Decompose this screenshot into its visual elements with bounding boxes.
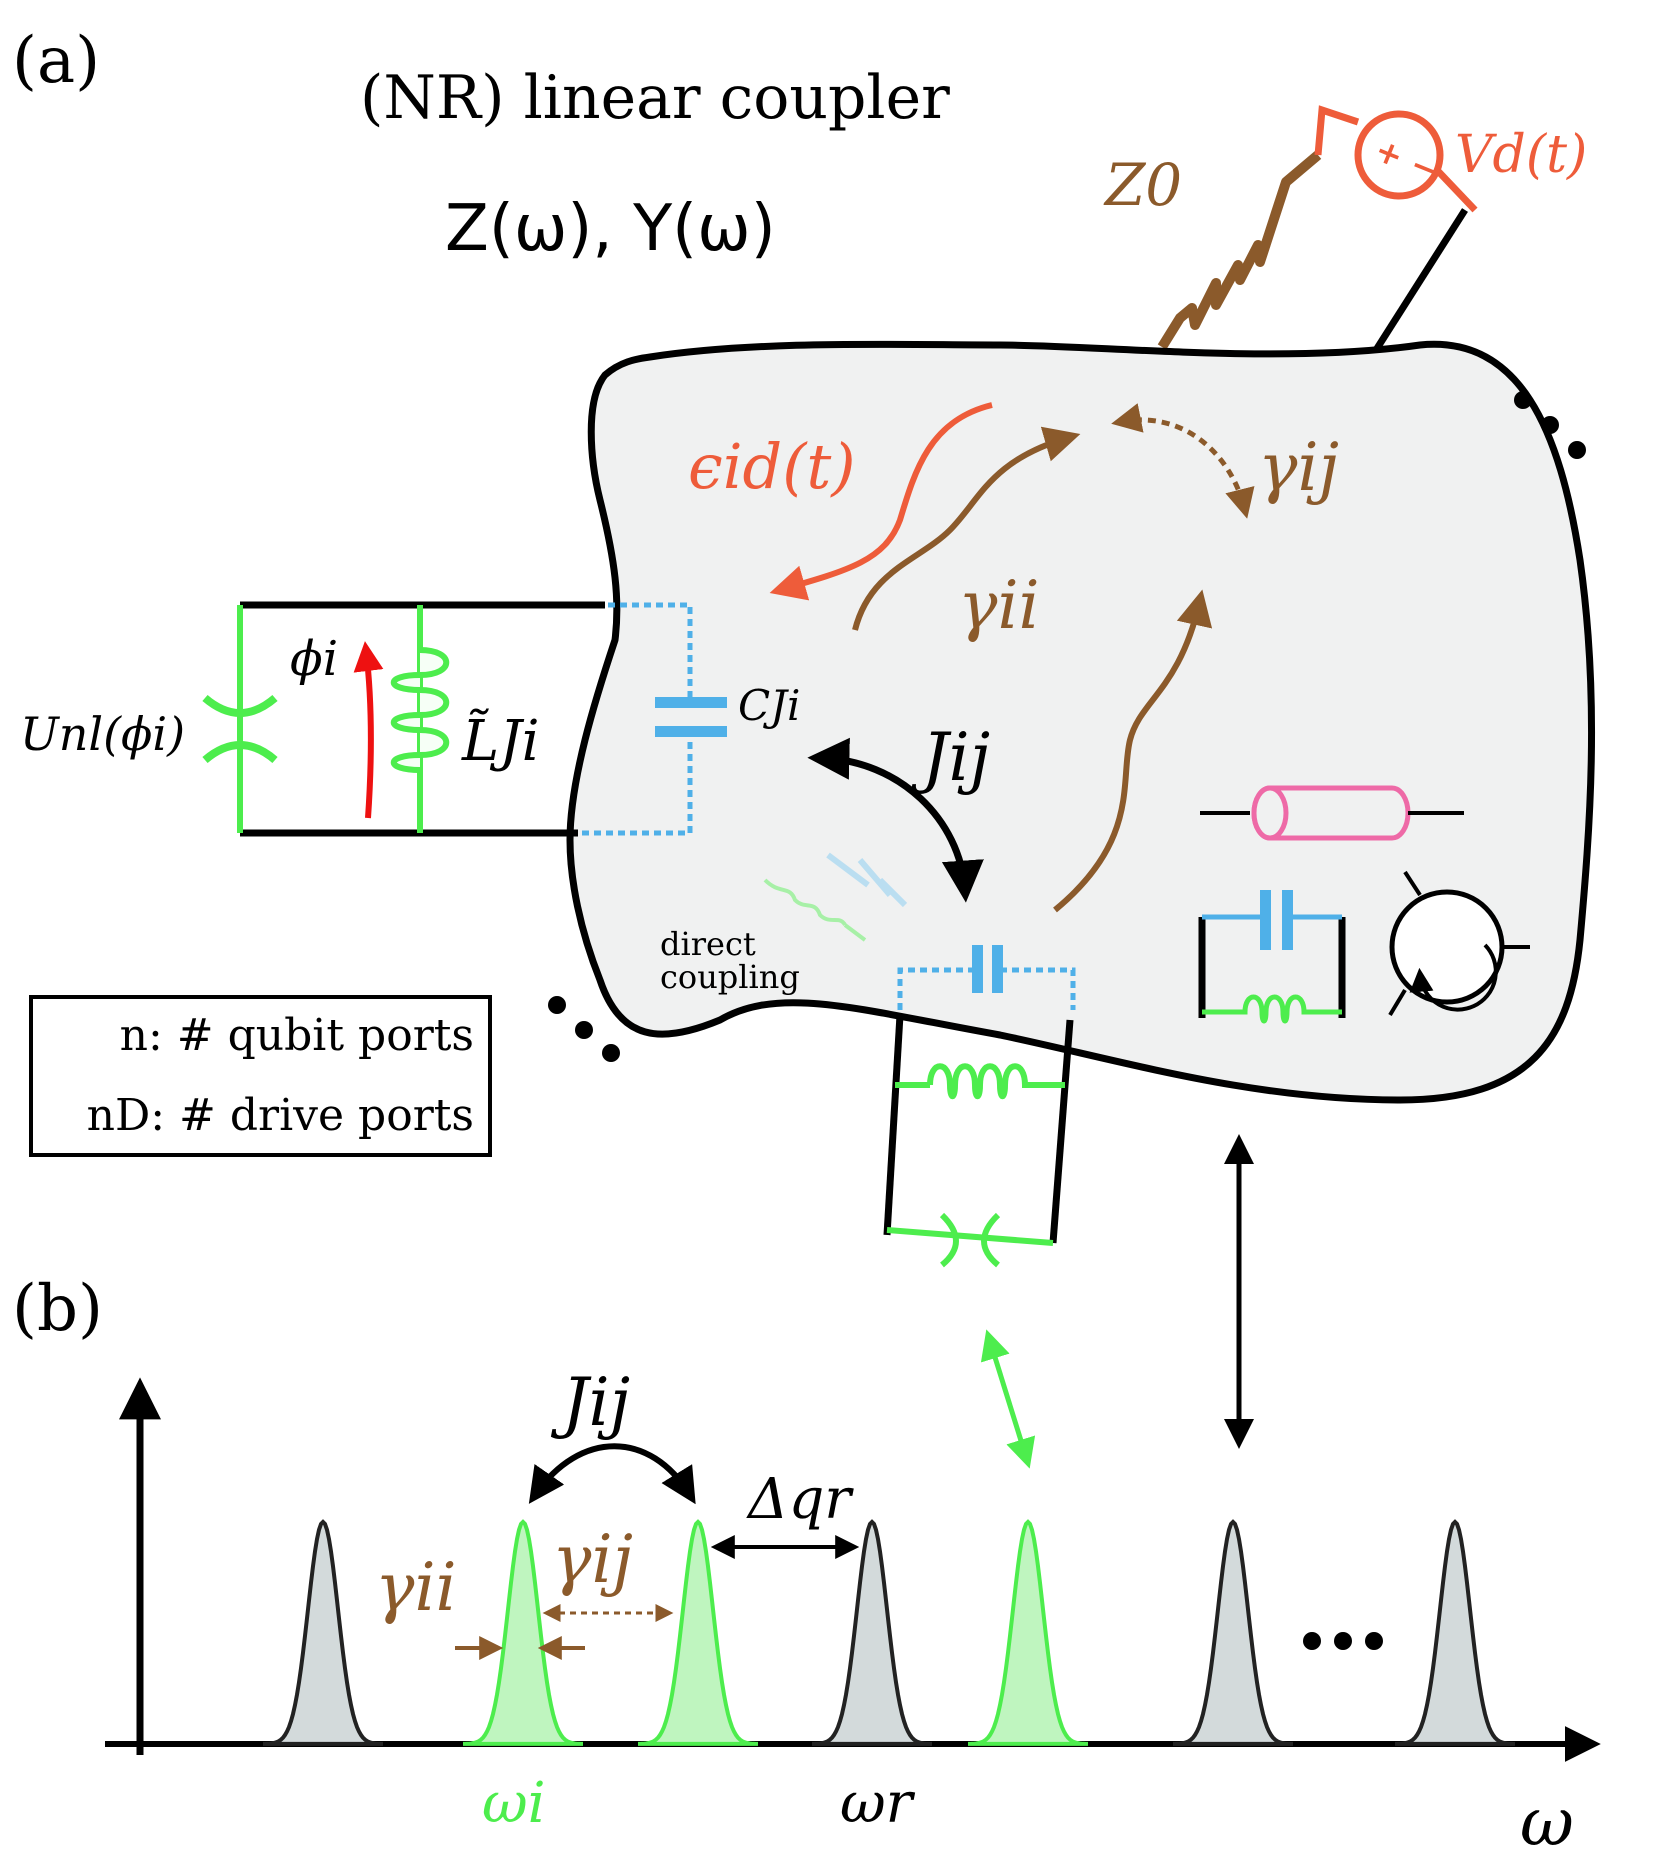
direct-coupling-line-2: coupling [660, 958, 800, 996]
direct-coupling-line-1: direct [660, 925, 756, 963]
qubit-peak-2 [638, 1519, 758, 1746]
gamma-ij-label: γij [1258, 429, 1339, 506]
omega-axis-label: ω [1520, 1784, 1574, 1859]
omega-r-label: ωr [840, 1771, 916, 1836]
resonator-peak-3 [812, 1519, 932, 1746]
gamma-ii-label-b: γii [375, 1549, 457, 1626]
ellipsis-top-right [1514, 391, 1586, 459]
ground-wire [1373, 208, 1468, 352]
transmission-line-icon [1200, 785, 1464, 841]
spectrum-peaks [263, 1519, 1515, 1746]
lji-label: L̃Ji [461, 708, 540, 774]
resonator-peak-5 [1173, 1519, 1293, 1746]
coupler-blob [566, 340, 1596, 1104]
jij-arc-b [528, 1443, 696, 1505]
legend-box [29, 995, 492, 1157]
qubit-peak-1 [463, 1519, 583, 1746]
legend-line-2: nD: # drive ports [87, 1090, 474, 1141]
source-label: Vd(t) [1455, 125, 1587, 185]
josephson-junction-j [939, 1212, 1001, 1268]
resistor-label: Z0 [1103, 151, 1182, 219]
coupler-title: (NR) linear coupler [360, 63, 950, 133]
qubit-peak-4 [968, 1519, 1088, 1746]
delta-label: Δqr [746, 1467, 854, 1532]
omega-i-label: ωi [482, 1771, 546, 1836]
unl-label: Unl(ϕi) [20, 707, 185, 761]
jij-label-b: Jij [550, 1364, 630, 1441]
junction-j-rail [886, 1227, 1054, 1246]
panel-b-label: (b) [12, 1272, 103, 1346]
inductor-j [927, 1063, 1065, 1100]
inductor-i [390, 647, 450, 773]
jij-label: Jij [910, 719, 990, 796]
port-i: ϕi L̃Ji Unl(ϕi) [20, 601, 605, 837]
green-connector-arrow [980, 1329, 1036, 1469]
cji-label: CJi [738, 681, 800, 730]
circulator-icon [1388, 870, 1530, 1017]
resonator-peak-0 [263, 1519, 383, 1746]
drive-circuit: + − Z0 Vd(t) [1103, 105, 1587, 352]
panel-a-label: (a) [12, 24, 100, 98]
coupling-wave [1053, 589, 1213, 913]
gamma-ii-wave [852, 426, 1081, 631]
gamma-ij-label-b: γij [552, 1521, 633, 1598]
drive-label: ϵid(t) [688, 430, 856, 503]
source-lead-2 [1434, 167, 1478, 213]
port-j [883, 945, 1076, 1268]
phi-label: ϕi [290, 631, 338, 687]
gamma-ij-arc [1111, 403, 1255, 519]
drive-wave [769, 402, 993, 601]
resistor-z0 [1157, 151, 1322, 350]
voltage-source [1354, 110, 1444, 200]
source-lead [1314, 105, 1360, 156]
josephson-junction-i [202, 694, 278, 764]
legend-line-1: n: # qubit ports [120, 1010, 474, 1061]
ellipsis-left [548, 996, 620, 1062]
resonator-peak-6 [1395, 1519, 1515, 1746]
gamma-ii-label: γii [958, 567, 1040, 644]
impedance-label: Z(ω), Y(ω) [445, 192, 776, 266]
jij-arc [807, 737, 984, 903]
phase-arrow [353, 641, 384, 819]
cj-capacitor: CJi [578, 602, 800, 836]
direct-coupling-icon [763, 852, 908, 942]
ellipsis-b [1303, 1632, 1383, 1650]
lc-resonator-icon [1198, 890, 1346, 1024]
